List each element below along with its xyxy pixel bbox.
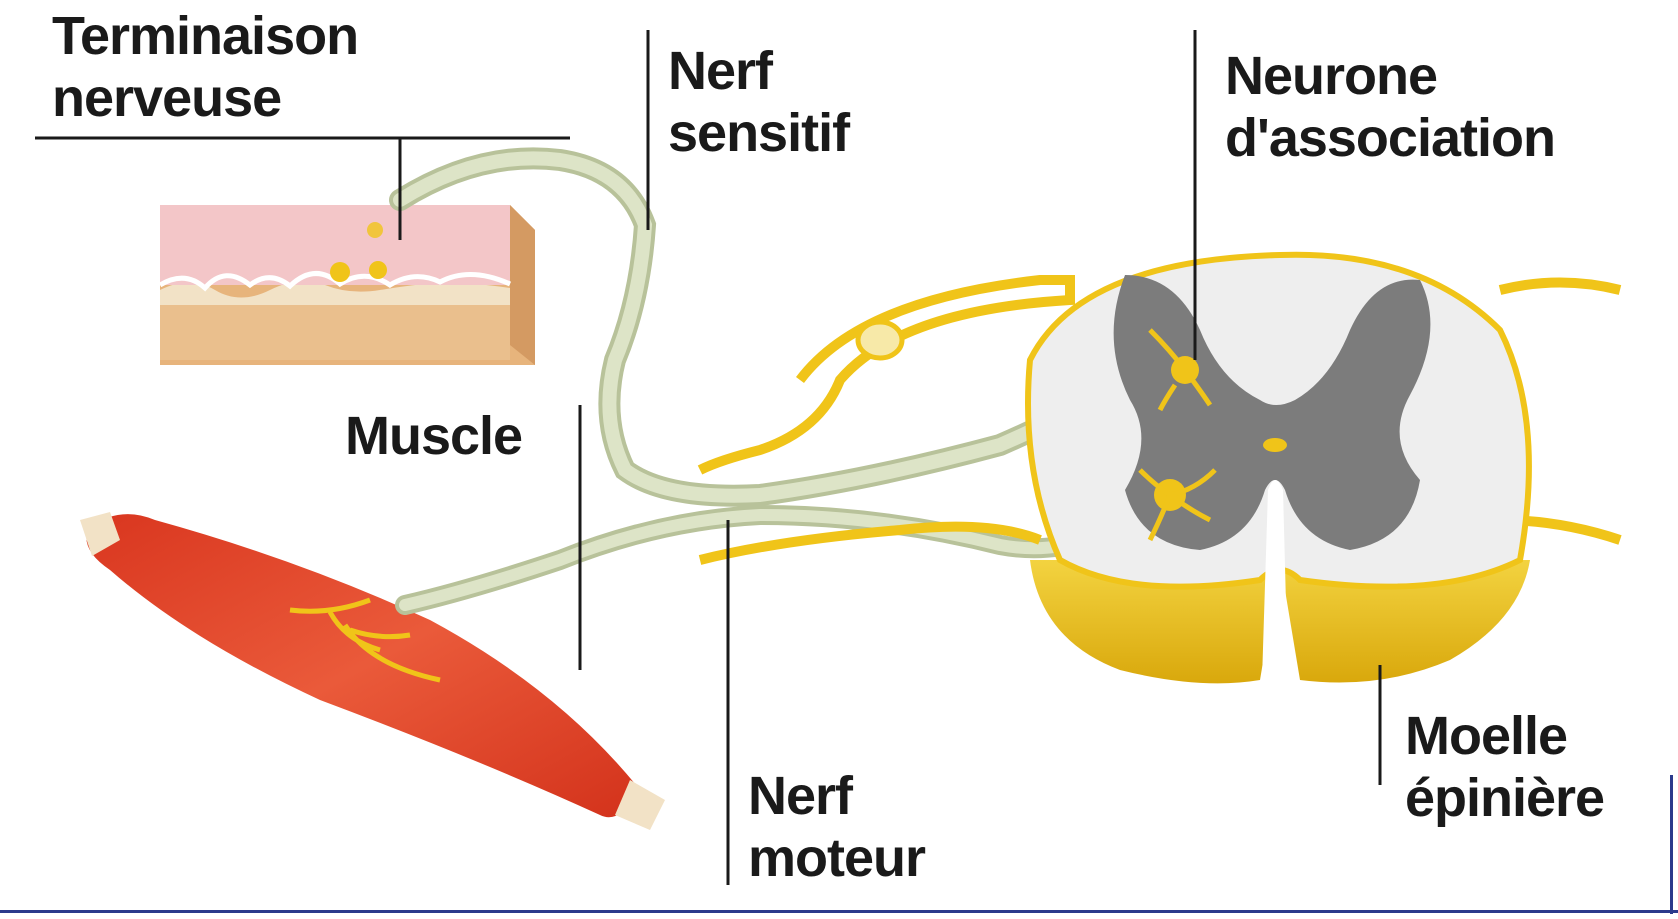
label-nerf-sensitif: Nerf sensitif — [668, 40, 849, 164]
label-terminaison-line2: nerveuse — [52, 67, 358, 129]
label-moelle-epiniere-line2: épinière — [1405, 767, 1604, 829]
label-neurone-association: Neurone d'association — [1225, 45, 1555, 169]
label-nerf-moteur: Nerf moteur — [748, 765, 925, 889]
skin-block — [160, 205, 535, 365]
label-terminaison-line1: Terminaison — [52, 5, 358, 67]
label-nerf-moteur-line2: moteur — [748, 827, 925, 889]
label-moelle-epiniere-line1: Moelle — [1405, 705, 1604, 767]
bottom-frame-line — [0, 910, 1678, 913]
label-neurone-association-line2: d'association — [1225, 107, 1555, 169]
label-nerf-sensitif-line2: sensitif — [668, 102, 849, 164]
label-neurone-association-line1: Neurone — [1225, 45, 1555, 107]
spinal-cord — [700, 255, 1620, 684]
label-muscle: Muscle — [345, 405, 522, 467]
label-nerf-moteur-line1: Nerf — [748, 765, 925, 827]
label-terminaison-nerveuse: Terminaison nerveuse — [52, 5, 358, 129]
label-nerf-sensitif-line1: Nerf — [668, 40, 849, 102]
label-moelle-epiniere: Moelle épinière — [1405, 705, 1604, 829]
right-frame-line — [1670, 775, 1673, 914]
